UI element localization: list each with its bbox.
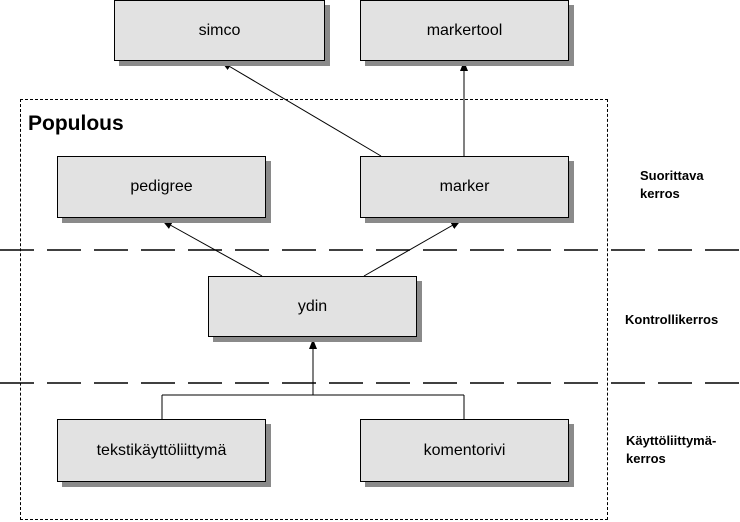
component-marker: marker bbox=[360, 156, 569, 218]
layer-label-execution-line1: Suorittava bbox=[640, 168, 704, 183]
populous-title: Populous bbox=[28, 112, 124, 135]
component-markertool: markertool bbox=[360, 0, 569, 61]
component-ydin: ydin bbox=[208, 276, 417, 337]
layer-label-ui-line1: Käyttöliittymä- bbox=[626, 433, 717, 448]
component-tekstikayttoliittyma: tekstikäyttöliittymä bbox=[57, 419, 266, 482]
arrow-ydin-to-pedigree bbox=[162, 220, 263, 277]
component-marker-label: marker bbox=[439, 178, 490, 195]
arrow-ydin-to-marker bbox=[363, 220, 461, 277]
component-ydin-label: ydin bbox=[297, 297, 328, 315]
populous-container bbox=[20, 99, 608, 520]
component-pedigree: pedigree bbox=[57, 156, 266, 218]
component-komentorivi: komentorivi bbox=[360, 419, 569, 482]
layer-label-control-line1: Kontrollikerros bbox=[625, 312, 719, 327]
layer-label-execution: Suorittava kerros bbox=[640, 167, 704, 203]
component-markertool-label: markertool bbox=[426, 21, 503, 39]
component-komentorivi-label: komentorivi bbox=[423, 441, 506, 459]
component-pedigree-label: pedigree bbox=[130, 178, 193, 195]
layer-label-execution-line2: kerros bbox=[640, 186, 680, 201]
component-simco: simco bbox=[114, 0, 325, 61]
component-tekstikayttoliittyma-label: tekstikäyttöliittymä bbox=[96, 441, 227, 459]
layer-label-control: Kontrollikerros bbox=[625, 311, 718, 329]
layer-label-ui: Käyttöliittymä- kerros bbox=[626, 432, 716, 468]
layer-label-ui-line2: kerros bbox=[626, 451, 666, 466]
component-simco-label: simco bbox=[198, 21, 241, 39]
arrow-marker-to-simco bbox=[221, 61, 382, 157]
